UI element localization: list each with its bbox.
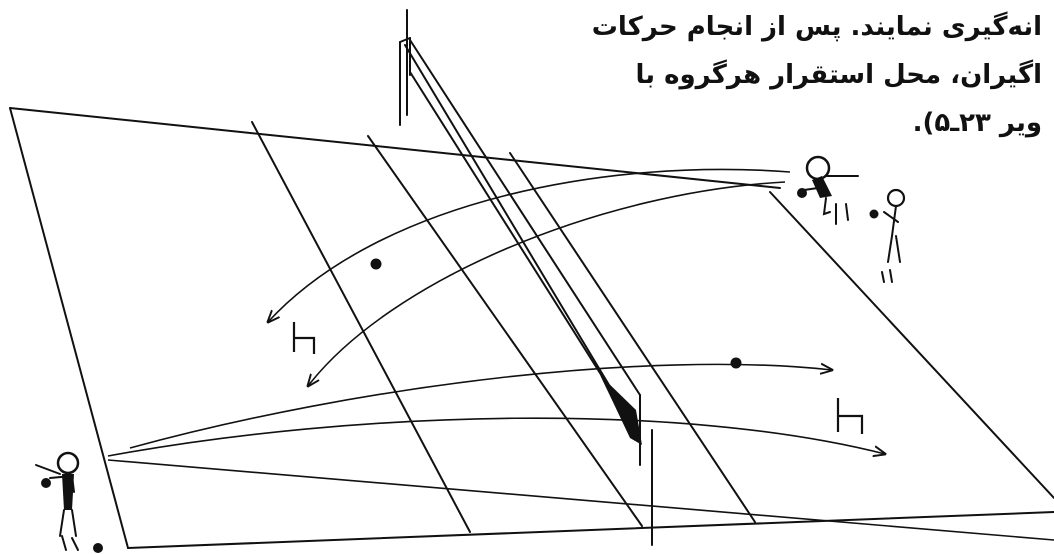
position-mark-left (292, 322, 316, 354)
net (399, 9, 653, 546)
text-line-1: انه‌گیری نمایند. پس از انجام حرکات (591, 12, 1042, 42)
player-left (35, 451, 103, 553)
position-mark-right (836, 398, 864, 434)
position-marks (292, 322, 864, 434)
balls (370, 258, 742, 369)
player-right-back (797, 155, 859, 225)
court-outline (9, 107, 1054, 549)
ball-trajectories (107, 168, 885, 456)
player-far-right (869, 188, 906, 283)
ball-2 (730, 357, 742, 369)
ball-1 (370, 258, 382, 270)
text-line-2: اگیران، محل استقرار هرگروه با (635, 60, 1042, 90)
court-lines (107, 121, 1054, 541)
text-line-3: ویر ۲۳ـ۵). (912, 108, 1042, 138)
